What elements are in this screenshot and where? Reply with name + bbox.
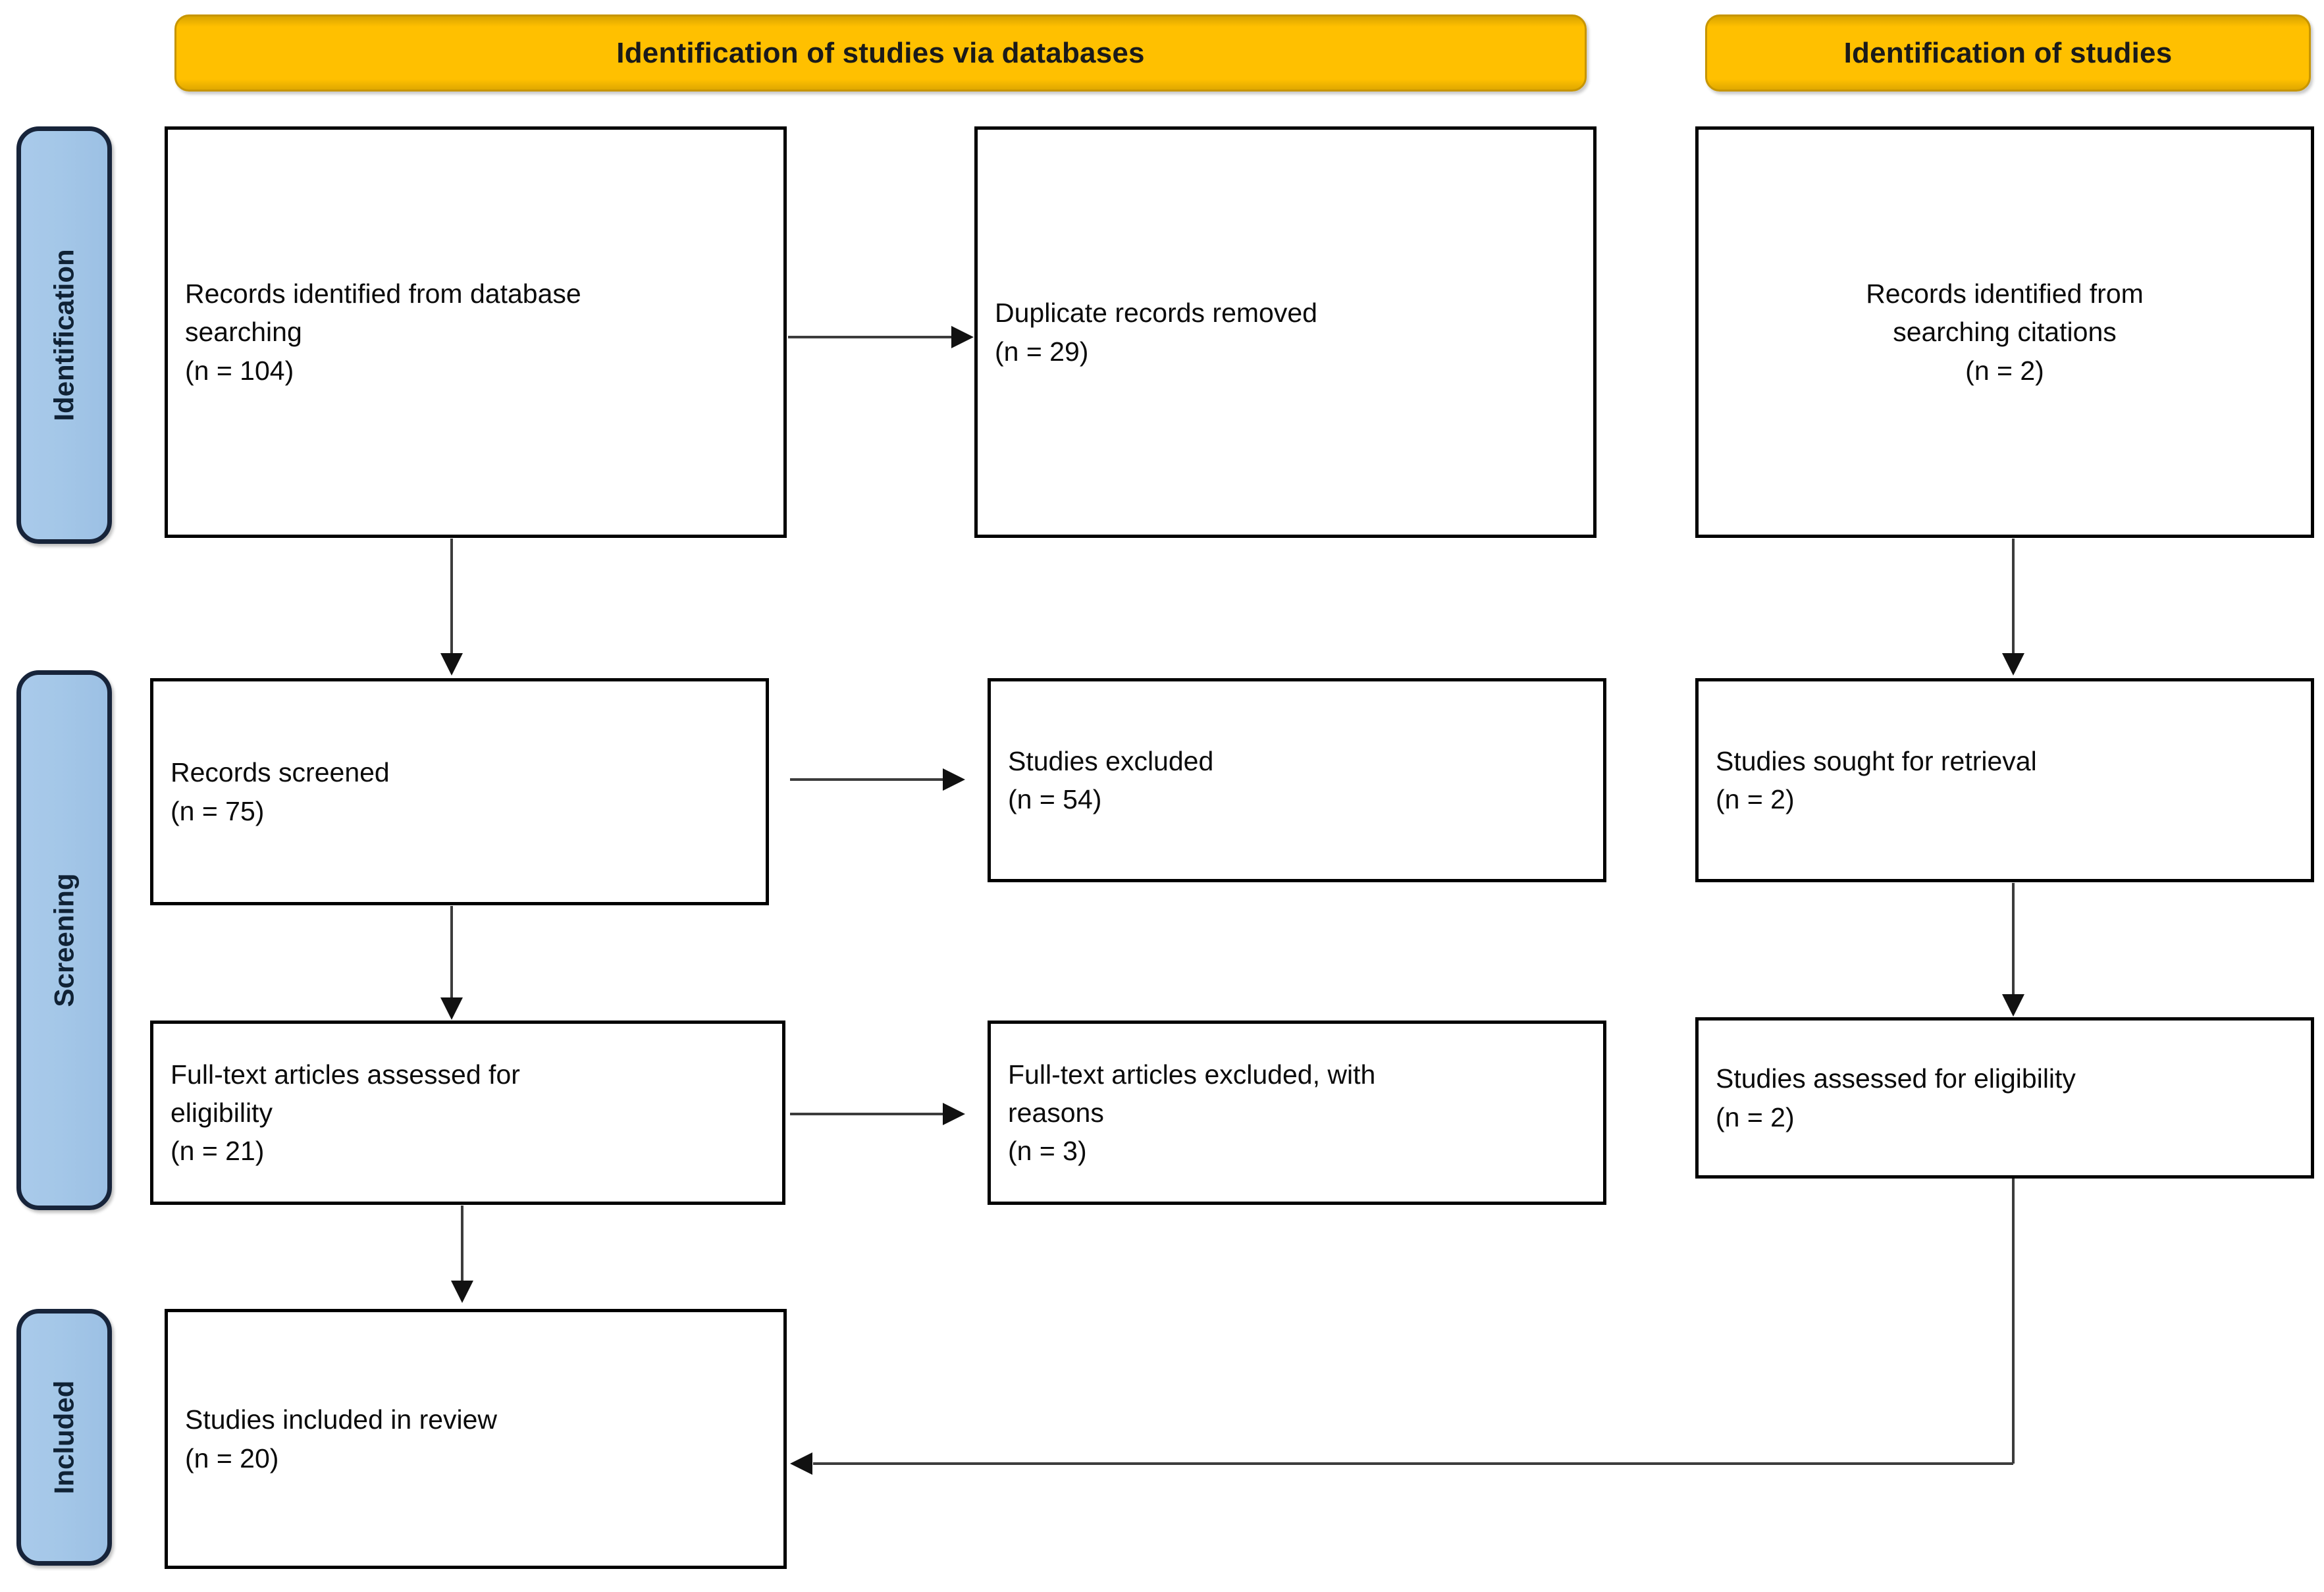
arrow-screened-to-fulltext <box>440 997 463 1020</box>
connector-fulltext-to-included <box>461 1206 463 1285</box>
phase-text-screening: Screening <box>48 873 80 1007</box>
connector-citations-to-sought <box>2012 539 2015 657</box>
phase-text-included: Included <box>48 1380 80 1495</box>
node-text-records-identified-database: Records identified from database searchi… <box>185 279 581 386</box>
banner-identification-citations: Identification of studies <box>1705 14 2311 92</box>
arrow-sought-to-assessed <box>2002 994 2024 1017</box>
node-studies-included-review: Studies included in review (n = 20) <box>165 1309 787 1569</box>
phase-label-identification: Identification <box>16 126 112 544</box>
connector-assessed-to-included-vertical <box>2012 1179 2015 1464</box>
node-records-screened: Records screened (n = 75) <box>150 678 769 905</box>
phase-label-included: Included <box>16 1309 112 1566</box>
connector-sought-to-assessed <box>2012 883 2015 998</box>
banner-label-citations: Identification of studies <box>1843 36 2173 69</box>
connector-fulltext-to-excluded <box>790 1113 945 1115</box>
connector-db-to-duplicates <box>788 336 953 338</box>
node-studies-excluded: Studies excluded (n = 54) <box>988 678 1606 882</box>
arrow-fulltext-to-included <box>451 1281 473 1303</box>
banner-identification-databases: Identification of studies via databases <box>174 14 1587 92</box>
connector-screened-to-excluded <box>790 778 945 781</box>
banner-label-databases: Identification of studies via databases <box>616 36 1145 69</box>
node-text-records-screened: Records screened (n = 75) <box>171 757 390 826</box>
connector-screened-to-fulltext <box>450 906 453 1001</box>
node-text-fulltext-excluded: Full-text articles excluded, with reason… <box>1008 1059 1376 1167</box>
node-text-studies-included-review: Studies included in review (n = 20) <box>185 1404 498 1473</box>
arrow-assessed-to-included <box>790 1452 812 1475</box>
arrow-citations-to-sought <box>2002 653 2024 676</box>
node-records-identified-database: Records identified from database searchi… <box>165 126 787 538</box>
node-studies-sought-retrieval: Studies sought for retrieval (n = 2) <box>1695 678 2314 882</box>
connector-assessed-to-included-horizontal <box>813 1462 2013 1465</box>
node-text-records-identified-citations: Records identified from searching citati… <box>1866 279 2144 386</box>
node-text-fulltext-assessed: Full-text articles assessed for eligibil… <box>171 1059 520 1167</box>
node-text-studies-excluded: Studies excluded (n = 54) <box>1008 745 1214 814</box>
arrow-db-to-duplicates <box>951 326 974 348</box>
node-text-studies-sought-retrieval: Studies sought for retrieval (n = 2) <box>1716 745 2037 814</box>
arrow-screened-to-excluded <box>943 768 965 791</box>
phase-text-identification: Identification <box>48 249 80 421</box>
node-text-duplicate-records-removed: Duplicate records removed (n = 29) <box>995 298 1317 367</box>
arrow-db-to-screened <box>440 653 463 676</box>
arrow-fulltext-to-excluded <box>943 1103 965 1125</box>
node-records-identified-citations: Records identified from searching citati… <box>1695 126 2314 538</box>
node-studies-assessed-eligibility: Studies assessed for eligibility (n = 2) <box>1695 1017 2314 1179</box>
node-text-studies-assessed-eligibility: Studies assessed for eligibility (n = 2) <box>1716 1063 2076 1132</box>
connector-db-to-screened <box>450 539 453 657</box>
node-fulltext-assessed: Full-text articles assessed for eligibil… <box>150 1021 785 1205</box>
node-fulltext-excluded: Full-text articles excluded, with reason… <box>988 1021 1606 1205</box>
node-duplicate-records-removed: Duplicate records removed (n = 29) <box>974 126 1597 538</box>
phase-label-screening: Screening <box>16 670 112 1210</box>
